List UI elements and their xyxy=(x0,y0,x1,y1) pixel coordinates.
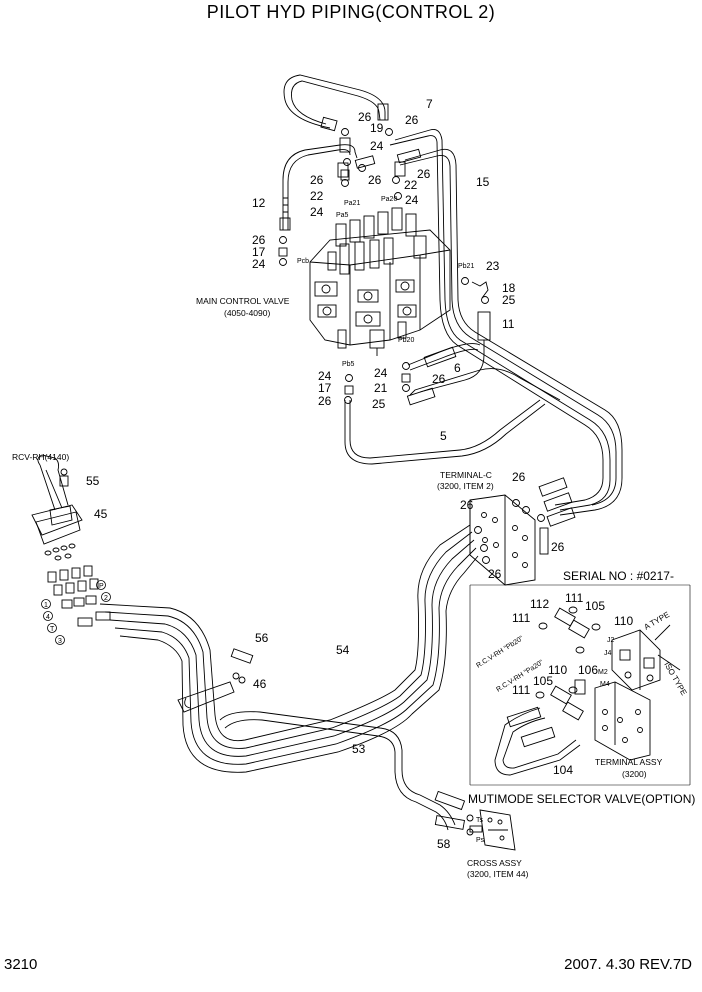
caption-iso-type: ISO TYPE xyxy=(662,661,688,697)
callout-7: 7 xyxy=(426,97,433,111)
marker-p: P xyxy=(99,583,104,590)
callout-105: 105 xyxy=(533,674,553,688)
callout-110: 110 xyxy=(614,614,633,628)
callout-26: 26 xyxy=(551,540,565,554)
port-pb21: Pb21 xyxy=(458,263,474,270)
callout-6: 6 xyxy=(454,361,461,375)
callout-12: 12 xyxy=(252,196,266,210)
callout-23: 23 xyxy=(486,259,500,273)
callout-55: 55 xyxy=(86,474,100,488)
callout-5: 5 xyxy=(440,429,447,443)
caption-rcv-pb20: R.C.V-RH "Pb20" xyxy=(475,635,525,670)
callout-24: 24 xyxy=(405,193,419,207)
revision-date: 2007. 4.30 REV.7D xyxy=(564,956,692,973)
port-ps: Ps xyxy=(476,837,485,844)
caption-terminal-assy: TERMINAL ASSY xyxy=(595,757,663,767)
port-m4: M4 xyxy=(600,681,610,688)
callout-24: 24 xyxy=(318,369,332,383)
callout-26: 26 xyxy=(432,372,446,386)
callout-19: 19 xyxy=(370,121,384,135)
callout-56: 56 xyxy=(255,631,269,645)
caption-serial-no: SERIAL NO : #0217- xyxy=(563,569,674,583)
callout-18: 18 xyxy=(502,281,516,295)
callout-58: 58 xyxy=(437,837,451,851)
caption-main-control-valve: MAIN CONTROL VALVE xyxy=(196,296,290,306)
port-pa21: Pa21 xyxy=(344,200,360,207)
callout-45: 45 xyxy=(94,507,108,521)
terminal-c-block xyxy=(469,494,549,586)
marker-4: 4 xyxy=(46,614,50,621)
callout-26: 26 xyxy=(512,470,526,484)
caption-rcv: RCV-RH(4140) xyxy=(12,452,69,462)
callout-26: 26 xyxy=(417,167,431,181)
callout-104: 104 xyxy=(553,763,573,777)
callout-17: 17 xyxy=(252,245,266,259)
callout-15: 15 xyxy=(476,175,490,189)
port-m2: M2 xyxy=(598,669,608,676)
callout-24: 24 xyxy=(370,139,384,153)
callout-24: 24 xyxy=(252,257,266,271)
caption-terminal-c-ref: (3200, ITEM 2) xyxy=(437,481,494,491)
callout-105: 105 xyxy=(585,599,605,613)
page-title: PILOT HYD PIPING(CONTROL 2) xyxy=(206,2,496,22)
port-j2: J2 xyxy=(607,637,615,644)
callout-106: 106 xyxy=(578,663,598,677)
callout-26: 26 xyxy=(488,567,502,581)
marker-2: 2 xyxy=(104,595,108,602)
callout-26: 26 xyxy=(368,173,382,187)
callout-53: 53 xyxy=(352,742,366,756)
callout-46: 46 xyxy=(253,677,267,691)
callout-111: 111 xyxy=(512,611,531,625)
callout-111: 111 xyxy=(512,683,531,697)
callout-22: 22 xyxy=(404,178,418,192)
callout-24: 24 xyxy=(374,366,388,380)
callout-21: 21 xyxy=(374,381,388,395)
callout-25: 25 xyxy=(372,397,386,411)
marker-1: 1 xyxy=(44,602,48,609)
callout-26: 26 xyxy=(460,498,474,512)
callout-26: 26 xyxy=(358,110,372,124)
caption-cross-assy: CROSS ASSY xyxy=(467,858,522,868)
callout-54: 54 xyxy=(336,643,350,657)
callout-26: 26 xyxy=(405,113,419,127)
port-pcb: Pcb xyxy=(297,258,309,265)
callout-111: 111 xyxy=(565,591,584,605)
caption-terminal-c: TERMINAL-C xyxy=(440,470,492,480)
port-pb20: Pb20 xyxy=(398,337,414,344)
port-pa20: Pa20 xyxy=(381,196,397,203)
caption-main-control-valve-range: (4050-4090) xyxy=(224,308,270,318)
callout-26: 26 xyxy=(318,394,332,408)
callout-26: 26 xyxy=(252,233,266,247)
marker-t: T xyxy=(50,626,55,633)
callout-26: 26 xyxy=(310,173,324,187)
callout-24: 24 xyxy=(310,205,324,219)
page-number: 3210 xyxy=(4,956,38,973)
rcv-lever xyxy=(31,454,83,561)
caption-mutimode-selector: MUTIMODE SELECTOR VALVE(OPTION) xyxy=(468,792,695,806)
callout-22: 22 xyxy=(310,189,324,203)
marker-3: 3 xyxy=(58,638,62,645)
port-pa5: Pa5 xyxy=(336,212,349,219)
caption-cross-assy-ref: (3200, ITEM 44) xyxy=(467,869,529,879)
callout-110: 110 xyxy=(548,663,567,677)
port-ts: Ts xyxy=(476,817,484,824)
callout-25: 25 xyxy=(502,293,516,307)
port-pb5: Pb5 xyxy=(342,361,355,368)
caption-terminal-assy-ref: (3200) xyxy=(622,769,647,779)
main-control-valve xyxy=(309,207,451,356)
callout-112: 112 xyxy=(530,597,549,611)
callout-17: 17 xyxy=(318,381,332,395)
callout-11: 11 xyxy=(502,317,515,331)
port-j4: J4 xyxy=(604,650,612,657)
